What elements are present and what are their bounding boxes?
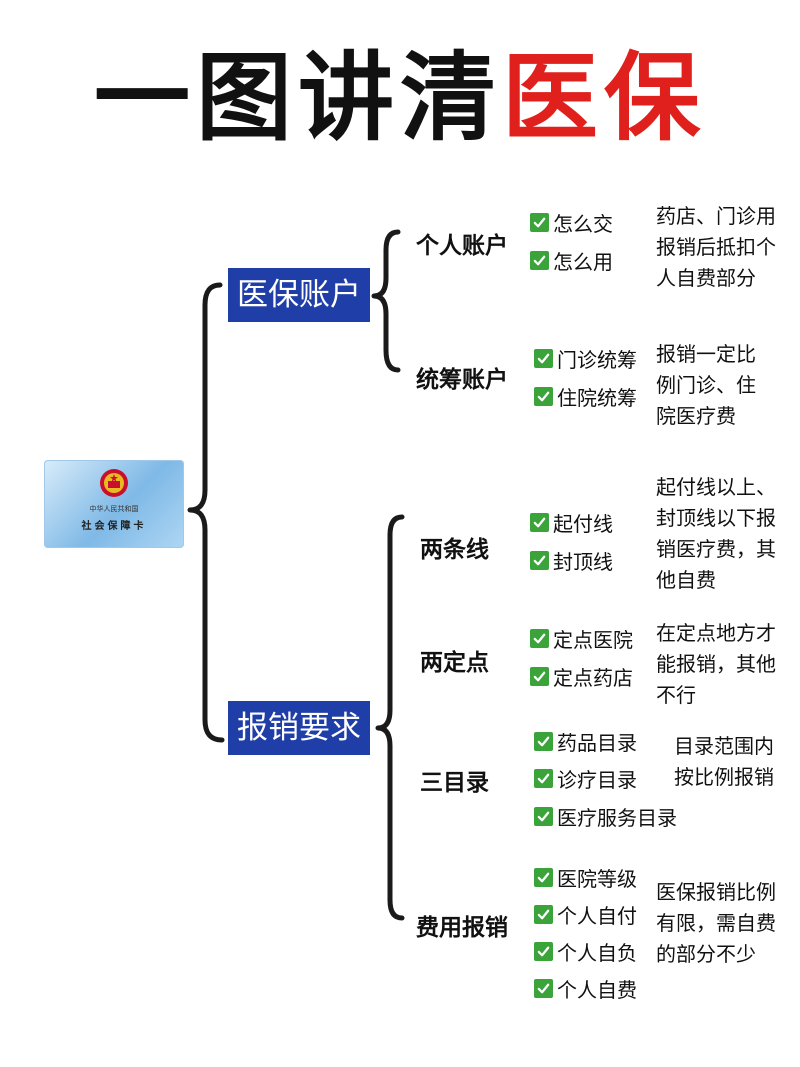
note-two-lines: 起付线以上、 封顶线以下报 销医疗费，其 他自费: [656, 475, 776, 592]
sub-personal-account: 个人账户: [416, 233, 508, 259]
check-icon: [534, 868, 553, 887]
leaf-item: 药品目录: [534, 727, 637, 756]
node-account: 医保账户: [228, 268, 370, 322]
leaf-item: 诊疗目录: [534, 764, 637, 793]
check-icon: [530, 551, 549, 570]
leaf-item: 怎么交: [530, 208, 613, 237]
national-emblem-icon: [100, 469, 128, 497]
leaf-item: 封顶线: [530, 546, 613, 575]
title-part1: 一图讲清: [94, 42, 502, 154]
card-issuer: 中华人民共和国: [89, 505, 139, 513]
sub-three-catalogs: 三目录: [420, 770, 489, 796]
sub-two-lines: 两条线: [420, 537, 489, 563]
check-icon: [534, 905, 553, 924]
card-name: 社会保障卡: [81, 521, 147, 532]
main-brace: [187, 282, 225, 743]
leaf-item: 医疗服务目录: [534, 802, 677, 831]
check-icon: [534, 769, 553, 788]
sub-two-points: 两定点: [420, 650, 489, 676]
check-icon: [534, 807, 553, 826]
check-icon: [534, 349, 553, 368]
leaf-item: 定点药店: [530, 662, 633, 691]
leaf-item: 个人自负: [534, 937, 637, 966]
title-part2: 医保: [502, 42, 706, 154]
note-expense-reimburse: 医保报销比例 有限，需自费 的部分不少: [656, 880, 776, 966]
reimburse-brace: [375, 514, 405, 921]
check-icon: [530, 251, 549, 270]
check-icon: [530, 667, 549, 686]
leaf-item: 怎么用: [530, 246, 613, 275]
leaf-item: 医院等级: [534, 863, 637, 892]
check-icon: [530, 213, 549, 232]
check-icon: [530, 513, 549, 532]
note-pooled-account: 报销一定比 例门诊、住 院医疗费: [656, 342, 756, 428]
check-icon: [534, 387, 553, 406]
note-two-points: 在定点地方才 能报销，其他 不行: [656, 621, 776, 707]
leaf-item: 起付线: [530, 508, 613, 537]
leaf-item: 住院统筹: [534, 382, 637, 411]
check-icon: [534, 979, 553, 998]
leaf-item: 门诊统筹: [534, 344, 637, 373]
social-security-card: 中华人民共和国 社会保障卡: [44, 460, 184, 548]
check-icon: [534, 942, 553, 961]
sub-expense-reimburse: 费用报销: [416, 915, 508, 941]
check-icon: [534, 732, 553, 751]
node-reimburse: 报销要求: [228, 701, 370, 755]
note-personal-account: 药店、门诊用 报销后抵扣个 人自费部分: [656, 204, 776, 290]
account-brace: [371, 229, 401, 373]
page-title: 一图讲清医保: [0, 38, 800, 158]
check-icon: [530, 629, 549, 648]
note-three-catalogs: 目录范围内 按比例报销: [674, 734, 774, 789]
leaf-item: 个人自费: [534, 974, 637, 1003]
leaf-item: 个人自付: [534, 900, 637, 929]
sub-pooled-account: 统筹账户: [416, 367, 508, 393]
leaf-item: 定点医院: [530, 624, 633, 653]
